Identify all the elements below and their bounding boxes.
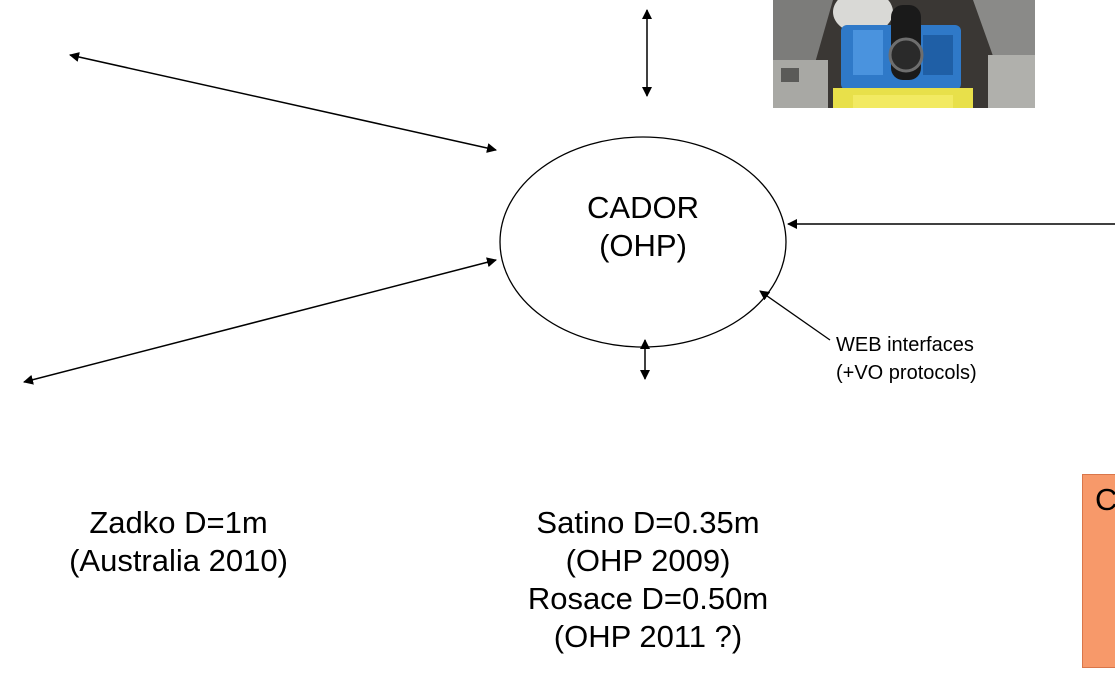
web-interfaces-label: WEB interfaces (+VO protocols) [836, 331, 977, 387]
telescope-photo [773, 0, 1035, 108]
rosace-name: Rosace D=0.50m [527, 581, 769, 616]
web-interfaces-pointer [759, 290, 831, 341]
zadko-location: (Australia 2010) [69, 543, 288, 578]
zadko-name: Zadko D=1m [89, 505, 268, 540]
satino-location: (OHP 2009) [565, 543, 731, 578]
cador-location: (OHP) [599, 228, 687, 263]
rosace-location: (OHP 2011 ?) [553, 619, 743, 654]
cador-label: CADOR (OHP) [528, 189, 758, 265]
cador-name: CADOR [587, 190, 699, 225]
vo-protocols-line: (+VO protocols) [836, 362, 977, 384]
satino-rosace-label: Satino D=0.35m (OHP 2009) Rosace D=0.50m… [468, 504, 828, 656]
note-box-text: C [1095, 481, 1115, 519]
arrow-to-upper-left [69, 52, 497, 153]
arrow-to-zadko [23, 257, 497, 385]
zadko-label: Zadko D=1m (Australia 2010) [0, 504, 357, 580]
web-interfaces-line: WEB interfaces [836, 334, 974, 356]
orange-note-box: C [1082, 474, 1115, 668]
satino-name: Satino D=0.35m [536, 505, 760, 540]
